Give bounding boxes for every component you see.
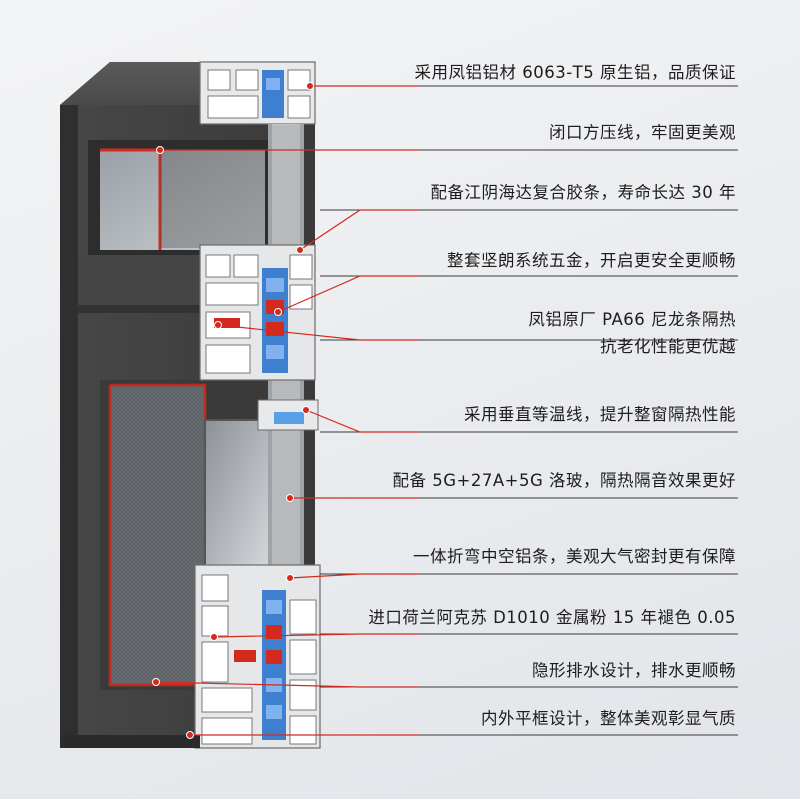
upper-inner-frame — [160, 150, 265, 248]
callout-dot — [152, 678, 160, 686]
callout-dot — [210, 633, 218, 641]
callout-dot — [286, 494, 294, 502]
callout-text-line2: 抗老化性能更优越 — [600, 337, 736, 356]
callout-text: 配备江阴海达复合胶条，寿命长达 30 年 — [430, 183, 736, 202]
callout-dot — [274, 308, 282, 316]
callout-dot — [286, 574, 294, 582]
callout-leader — [305, 409, 420, 433]
callout-leader — [277, 275, 420, 313]
callout-text: 进口荷兰阿克苏 D1010 金属粉 15 年褪色 0.05 — [368, 608, 736, 627]
callout-text: 凤铝原厂 PA66 尼龙条隔热 — [528, 310, 736, 329]
callout-label-2: 闭口方压线，牢固更美观 — [549, 122, 736, 144]
callout-dot — [156, 146, 164, 154]
callout-leader — [155, 681, 420, 688]
callout-dot — [186, 731, 194, 739]
callout-leader — [299, 209, 420, 251]
callout-leader — [217, 324, 420, 341]
sash-mesh — [110, 385, 205, 685]
callout-label-11: 内外平框设计，整体美观彰显气质 — [481, 708, 736, 730]
drain-red — [234, 650, 256, 662]
callout-dot — [302, 406, 310, 414]
callout-label-6: 采用垂直等温线，提升整窗隔热性能 — [464, 404, 736, 426]
callout-text: 采用凤铝铝材 6063-T5 原生铝，品质保证 — [414, 63, 736, 82]
frame-bottom-edge — [60, 735, 200, 748]
callout-text: 内外平框设计，整体美观彰显气质 — [481, 709, 736, 728]
callout-label-5: 凤铝原厂 PA66 尼龙条隔热抗老化性能更优越 — [528, 306, 736, 360]
callout-label-3: 配备江阴海达复合胶条，寿命长达 30 年 — [431, 182, 737, 204]
frame-left-edge — [60, 105, 78, 748]
callout-leader — [213, 633, 420, 638]
callout-label-7: 配备 5G+27A+5G 洛玻，隔热隔音效果更好 — [393, 470, 737, 492]
callout-label-8: 一体折弯中空铝条，美观大气密封更有保障 — [413, 546, 736, 568]
transom-shadow — [78, 305, 313, 313]
callout-text: 配备 5G+27A+5G 洛玻，隔热隔音效果更好 — [392, 471, 736, 490]
lower-glass — [205, 420, 270, 580]
callout-text: 隐形排水设计，排水更顺畅 — [532, 661, 736, 680]
callout-text: 整套坚朗系统五金，开启更安全更顺畅 — [447, 251, 736, 270]
callout-text: 闭口方压线，牢固更美观 — [549, 123, 736, 142]
callout-dot — [296, 246, 304, 254]
upper-glass — [100, 150, 265, 250]
callout-text: 一体折弯中空铝条，美观大气密封更有保障 — [413, 547, 736, 566]
callout-label-10: 隐形排水设计，排水更顺畅 — [532, 660, 736, 682]
callout-label-4: 整套坚朗系统五金，开启更安全更顺畅 — [447, 250, 736, 272]
callout-dot — [214, 321, 222, 329]
frame-top-bevel — [60, 62, 205, 105]
callout-text: 采用垂直等温线，提升整窗隔热性能 — [464, 405, 736, 424]
callout-label-1: 采用凤铝铝材 6063-T5 原生铝，品质保证 — [414, 62, 736, 84]
callout-leader — [289, 573, 420, 579]
callout-label-9: 进口荷兰阿克苏 D1010 金属粉 15 年褪色 0.05 — [368, 607, 736, 629]
callout-dot — [306, 82, 314, 90]
hardware-red — [214, 318, 240, 328]
